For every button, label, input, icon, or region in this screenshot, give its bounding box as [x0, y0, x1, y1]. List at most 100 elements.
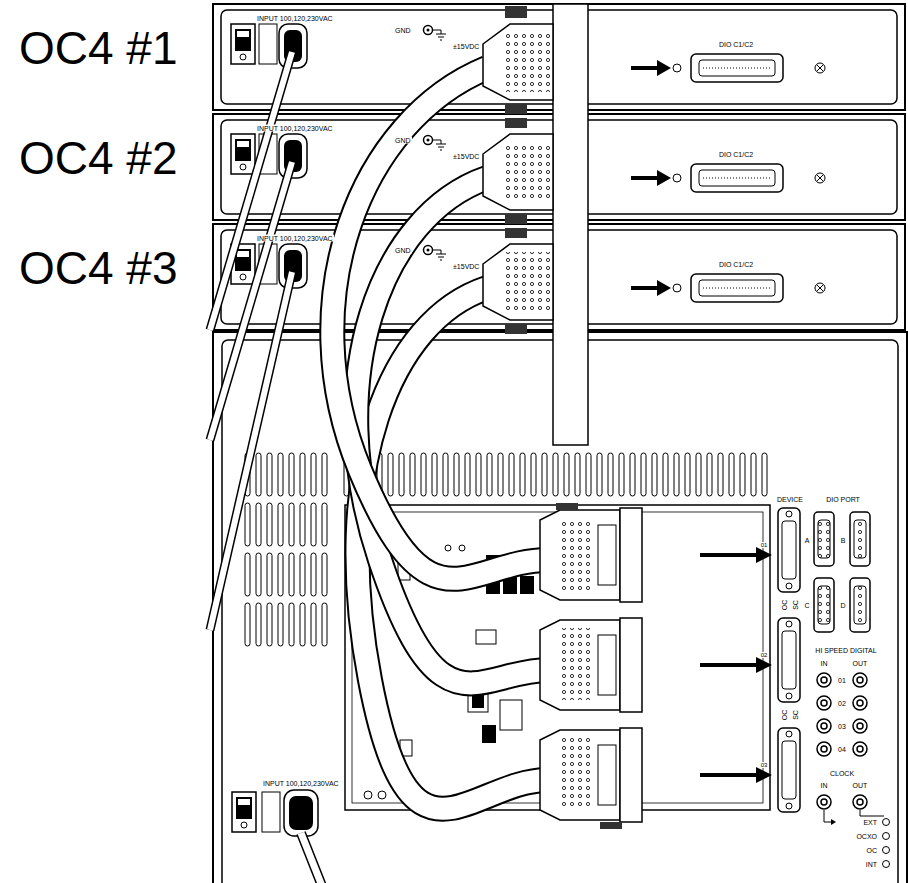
power-cord [210, 162, 292, 440]
oc4-plug [483, 24, 553, 100]
clock-led [831, 819, 836, 825]
oc4-plug [505, 228, 527, 238]
dio-port [818, 586, 830, 624]
oc4-plug [553, 4, 588, 445]
port-letter: B [840, 537, 847, 544]
pointer-arrow [756, 657, 772, 673]
device-plug [556, 503, 578, 510]
clock-led [883, 833, 890, 840]
channel-number: 03 [837, 723, 847, 730]
bnc-jack [817, 673, 831, 687]
clock-led [883, 819, 890, 826]
main-chassis [364, 791, 372, 799]
pointer-arrow [700, 773, 758, 777]
device-plug [540, 730, 620, 820]
oc4-plug [505, 324, 527, 334]
power-cord [210, 272, 292, 630]
device-plug [540, 620, 620, 710]
port-letter: D [839, 602, 846, 609]
pointer-arrow [700, 553, 758, 557]
panel-label: OC [781, 709, 788, 722]
clock-led [860, 810, 884, 816]
device-connector [786, 731, 792, 737]
power-cord [210, 162, 292, 440]
pointer-arrow [756, 547, 772, 563]
bnc-jack [853, 795, 867, 809]
panel-label: DEVICE [776, 496, 804, 503]
dio-port [814, 512, 870, 632]
oc4-plug [505, 118, 527, 128]
clock-led [883, 847, 890, 854]
bnc-jack [817, 719, 831, 733]
main-chassis [500, 700, 522, 730]
oc4-plug [483, 134, 553, 210]
led-label: INT [865, 861, 878, 868]
led-label: OC [866, 847, 879, 854]
panel-label: ±15VDC [452, 43, 480, 50]
dio-port [814, 512, 834, 566]
main-chassis [240, 450, 330, 650]
power-cord [210, 272, 292, 630]
panel-label: OUT [852, 782, 869, 789]
panel-label: GND [394, 247, 412, 254]
device-connector [786, 511, 792, 517]
bnc-jack [817, 673, 867, 809]
panel-label: INPUT 100,120,230VAC [256, 235, 334, 242]
device-plug [560, 738, 592, 810]
panel-label: DIO C1/C2 [718, 41, 754, 48]
device-plug [540, 510, 620, 600]
pointer-arrow [700, 663, 758, 667]
main-chassis [445, 545, 451, 551]
panel-label: ±15VDC [452, 263, 480, 270]
device-plug [598, 745, 616, 805]
main-chassis [236, 797, 252, 819]
main-chassis [289, 796, 313, 830]
oc4-plug [506, 142, 550, 202]
pointer-arrow [756, 767, 772, 783]
main-chassis [459, 545, 465, 551]
device-connector [778, 508, 800, 592]
bnc-jack [853, 719, 867, 733]
panel-label: INPUT 100,120,230VAC [256, 125, 334, 132]
main-chassis [232, 792, 256, 832]
panel-label: GND [394, 27, 412, 34]
bnc-jack [821, 700, 827, 706]
panel-label: SC [792, 709, 799, 721]
device-connector [786, 621, 792, 627]
panel-label: OC [781, 599, 788, 612]
device-plug [620, 728, 642, 822]
main-chassis [520, 576, 534, 594]
power-cord [301, 833, 322, 883]
bnc-jack [817, 742, 831, 756]
device-connector [786, 583, 792, 589]
bnc-jack [817, 696, 831, 710]
main-chassis [241, 822, 247, 828]
device-connector [782, 521, 796, 579]
main-chassis [378, 791, 386, 799]
port-number: 03 [760, 762, 769, 768]
led-label: EXT [862, 819, 878, 826]
channel-number: 04 [837, 746, 847, 753]
oc4-plug [505, 214, 527, 224]
port-number: 01 [760, 542, 769, 548]
power-cord [210, 52, 322, 883]
dio-port [850, 578, 870, 632]
main-chassis [340, 450, 770, 500]
device-connector [778, 508, 800, 812]
bnc-jack [853, 742, 867, 756]
port-letter: A [804, 537, 811, 544]
panel-label: INPUT 100,120,230VAC [262, 780, 340, 787]
bnc-jack [821, 799, 827, 805]
bnc-jack [821, 723, 827, 729]
panel-label: GND [394, 137, 412, 144]
panel-label: IN [820, 782, 829, 789]
clock-led [824, 810, 832, 822]
main-chassis [482, 725, 496, 743]
device-connector [782, 741, 796, 799]
panel-label: SC [792, 599, 799, 611]
device-connector [786, 693, 792, 699]
device-connector [778, 618, 800, 702]
main-chassis [238, 799, 250, 805]
